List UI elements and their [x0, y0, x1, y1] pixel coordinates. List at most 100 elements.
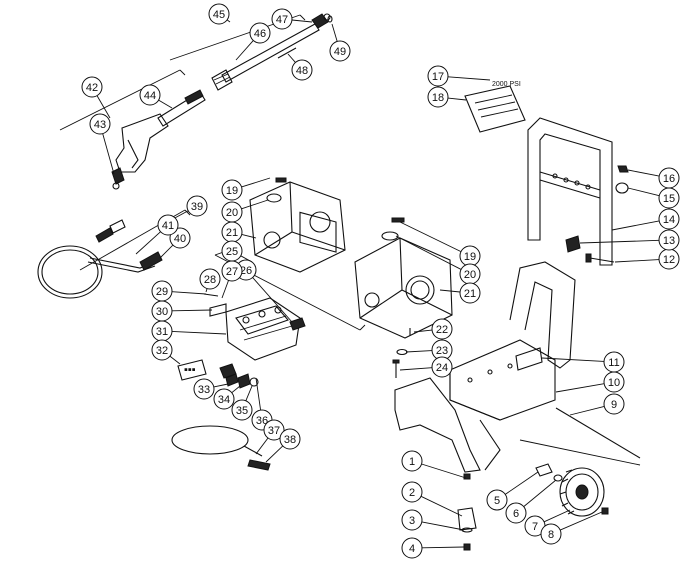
screw-part-4 — [463, 543, 471, 551]
callout-number: 48 — [296, 65, 308, 77]
callout-number: 13 — [663, 235, 675, 247]
callout-bubble — [221, 179, 243, 201]
bolt-part-28 — [203, 293, 219, 297]
handle-group — [527, 117, 629, 266]
callout-number: 32 — [156, 345, 168, 357]
callout-leader — [523, 479, 557, 507]
bolt-part-8 — [601, 507, 609, 515]
callout-leader — [505, 471, 539, 495]
callout-leader — [627, 169, 660, 177]
callout-leader — [413, 329, 433, 333]
callout-bubble — [279, 428, 301, 450]
callout-leader — [171, 291, 207, 295]
callout-leader — [158, 99, 173, 109]
wheel-group — [457, 463, 609, 551]
callout-leader — [205, 288, 208, 293]
wheel-part-7 — [559, 467, 605, 517]
callout-12: 12 — [614, 248, 680, 270]
callout-leader — [245, 385, 253, 401]
callout-bubble — [431, 356, 453, 378]
callout-number: 9 — [611, 399, 617, 411]
washer-part-23 — [396, 348, 408, 356]
callout-number: 19 — [464, 251, 476, 263]
callout-leader — [226, 19, 231, 23]
callout-leader — [102, 133, 115, 175]
callout-bubble — [329, 40, 351, 62]
callout-number: 10 — [608, 377, 620, 389]
callout-49: 49 — [329, 23, 351, 62]
callout-leader — [171, 331, 227, 335]
callout-number: 47 — [276, 14, 288, 26]
callout-leader — [447, 76, 491, 81]
callout-number: 31 — [156, 326, 168, 338]
callout-20: 20 — [395, 235, 481, 285]
callout-number: 38 — [284, 434, 296, 446]
callout-number: 49 — [334, 46, 346, 58]
callout-bubble — [193, 378, 215, 400]
callout-leader — [291, 19, 313, 23]
callout-number: 35 — [236, 405, 248, 417]
callout-bubble — [658, 167, 680, 189]
callout-number: 20 — [464, 269, 476, 281]
callout-number: 7 — [532, 521, 538, 533]
callout-34: 34 — [213, 385, 241, 410]
frame-part-10 — [394, 261, 576, 473]
coupler-part-35 — [109, 219, 126, 234]
callout-14: 14 — [611, 208, 680, 231]
callout-16: 16 — [627, 167, 680, 189]
hose-part-41 — [37, 245, 156, 299]
callout-bubble — [208, 3, 230, 25]
spacer-part-5 — [535, 463, 553, 477]
callout-number: 19 — [226, 185, 238, 197]
callout-number: 46 — [254, 28, 266, 40]
callout-45: 45 — [208, 3, 231, 25]
callout-number: 25 — [226, 246, 238, 258]
callout-19: 19 — [399, 221, 481, 267]
bar-part-48 — [277, 47, 297, 59]
callout-number: 12 — [663, 254, 675, 266]
gasket-part-20b — [381, 231, 399, 241]
nozzle-part-47 — [311, 13, 331, 29]
hose-group — [37, 209, 191, 299]
callout-number: 24 — [436, 362, 448, 374]
callout-number: 36 — [256, 415, 268, 427]
callout-27: 27 — [221, 260, 243, 299]
callout-38: 38 — [265, 428, 301, 463]
callout-leader — [399, 221, 462, 253]
spray-gun-part-43 — [111, 113, 169, 190]
callout-bubble — [291, 59, 313, 81]
svg-text:▪▪▪: ▪▪▪ — [184, 364, 196, 376]
callout-43: 43 — [89, 113, 115, 175]
knob-part-15 — [615, 182, 629, 194]
callout-number: 1 — [409, 456, 415, 468]
callout-number: 22 — [436, 324, 448, 336]
callout-5: 5 — [486, 471, 539, 511]
callout-32: 32 — [151, 339, 181, 365]
callout-number: 5 — [494, 495, 500, 507]
callout-bubble — [89, 113, 111, 135]
callout-number: 27 — [226, 266, 238, 278]
extension-part-44 — [157, 89, 206, 127]
pump-group: ▪▪▪ — [171, 254, 366, 471]
callout-bubble — [213, 388, 235, 410]
callout-bubble — [459, 282, 481, 304]
callout-number: 26 — [240, 265, 252, 277]
callout-leader — [331, 23, 338, 42]
callout-44: 44 — [139, 84, 173, 109]
callout-leader — [235, 40, 254, 61]
callout-leader — [221, 280, 229, 299]
callout-bubble — [401, 537, 423, 559]
engine-group-upper — [214, 177, 346, 273]
callout-bubble — [401, 481, 423, 503]
callout-leader — [447, 97, 467, 101]
callout-number: 6 — [513, 508, 519, 520]
washer-part-6 — [553, 474, 563, 482]
callout-3: 3 — [401, 509, 465, 531]
callout-leader — [543, 509, 571, 523]
callout-bubble — [151, 339, 173, 361]
callout-leader — [421, 546, 465, 549]
fitting-part-40 — [139, 251, 163, 271]
callout-15: 15 — [627, 187, 680, 209]
callout-leader — [159, 244, 174, 259]
